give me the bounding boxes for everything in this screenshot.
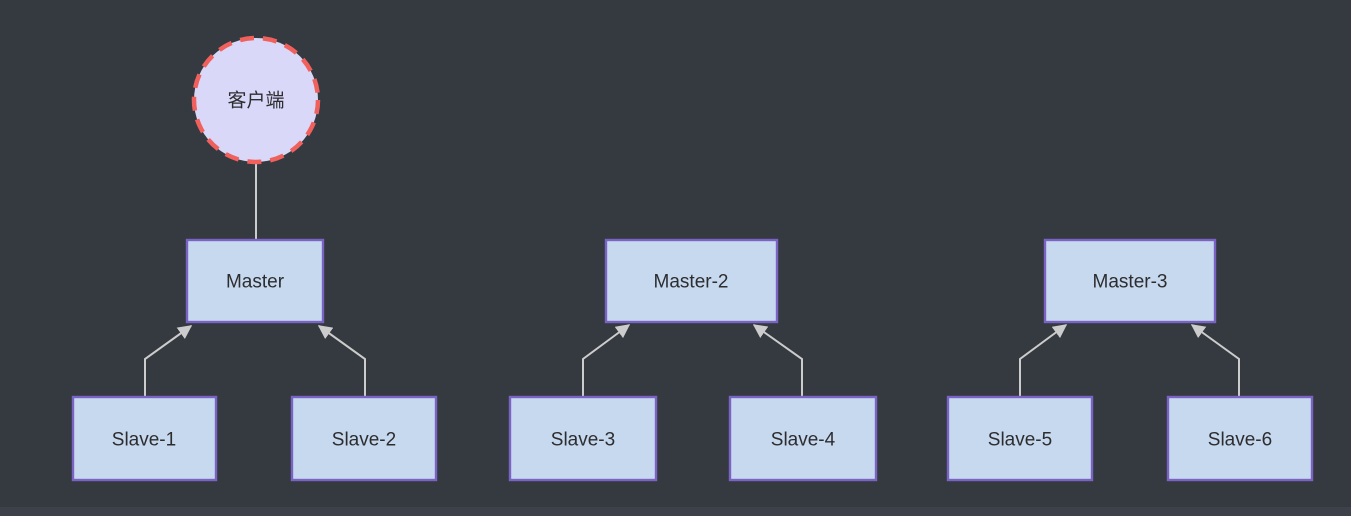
edges-layer (144, 162, 1240, 396)
slave-5-node: Slave-5 (946, 395, 1094, 482)
bottom-strip (0, 507, 1351, 516)
slave-4-node: Slave-4 (728, 395, 878, 482)
slave-3-node-shape (508, 395, 658, 482)
edge-slave6-to-master3 (1190, 324, 1240, 396)
master-2-node-shape (604, 238, 779, 324)
slave-5-node-shape (946, 395, 1094, 482)
edge-slave1-to-master (144, 325, 193, 396)
slave-6-node: Slave-6 (1166, 395, 1314, 482)
slave-3-node: Slave-3 (508, 395, 658, 482)
master-3-node-label: Master-3 (1093, 272, 1168, 293)
slave-1-node-shape (71, 395, 218, 482)
slave-2-node-shape (290, 395, 438, 482)
slave-2-node: Slave-2 (290, 395, 438, 482)
master-3-node: Master-3 (1043, 238, 1217, 324)
client-node-label: 客户端 (227, 90, 284, 112)
slave-4-node-shape (728, 395, 878, 482)
master-node-label: Master (226, 272, 285, 293)
slave-1-node: Slave-1 (71, 395, 218, 482)
master-3-node-shape (1043, 238, 1217, 324)
slave-2-node-label: Slave-2 (332, 430, 396, 451)
slave-1-node-label: Slave-1 (112, 430, 176, 451)
slave-3-node-label: Slave-3 (551, 430, 615, 451)
edge-slave2-to-master (317, 325, 366, 396)
slave-4-node-label: Slave-4 (771, 430, 836, 451)
edge-slave4-to-master2 (752, 324, 803, 396)
master-2-node: Master-2 (604, 238, 779, 324)
slave-6-node-shape (1166, 395, 1314, 482)
client-node: 客户端 (191, 35, 321, 165)
client-node-shape (191, 35, 321, 165)
slave-5-node-label: Slave-5 (988, 430, 1052, 451)
slave-6-node-label: Slave-6 (1208, 430, 1272, 451)
master-node-shape (185, 238, 325, 324)
edge-slave5-to-master3 (1019, 324, 1068, 396)
master-node: Master (185, 238, 325, 324)
master-2-node-label: Master-2 (654, 272, 729, 293)
edge-slave3-to-master2 (582, 324, 631, 396)
